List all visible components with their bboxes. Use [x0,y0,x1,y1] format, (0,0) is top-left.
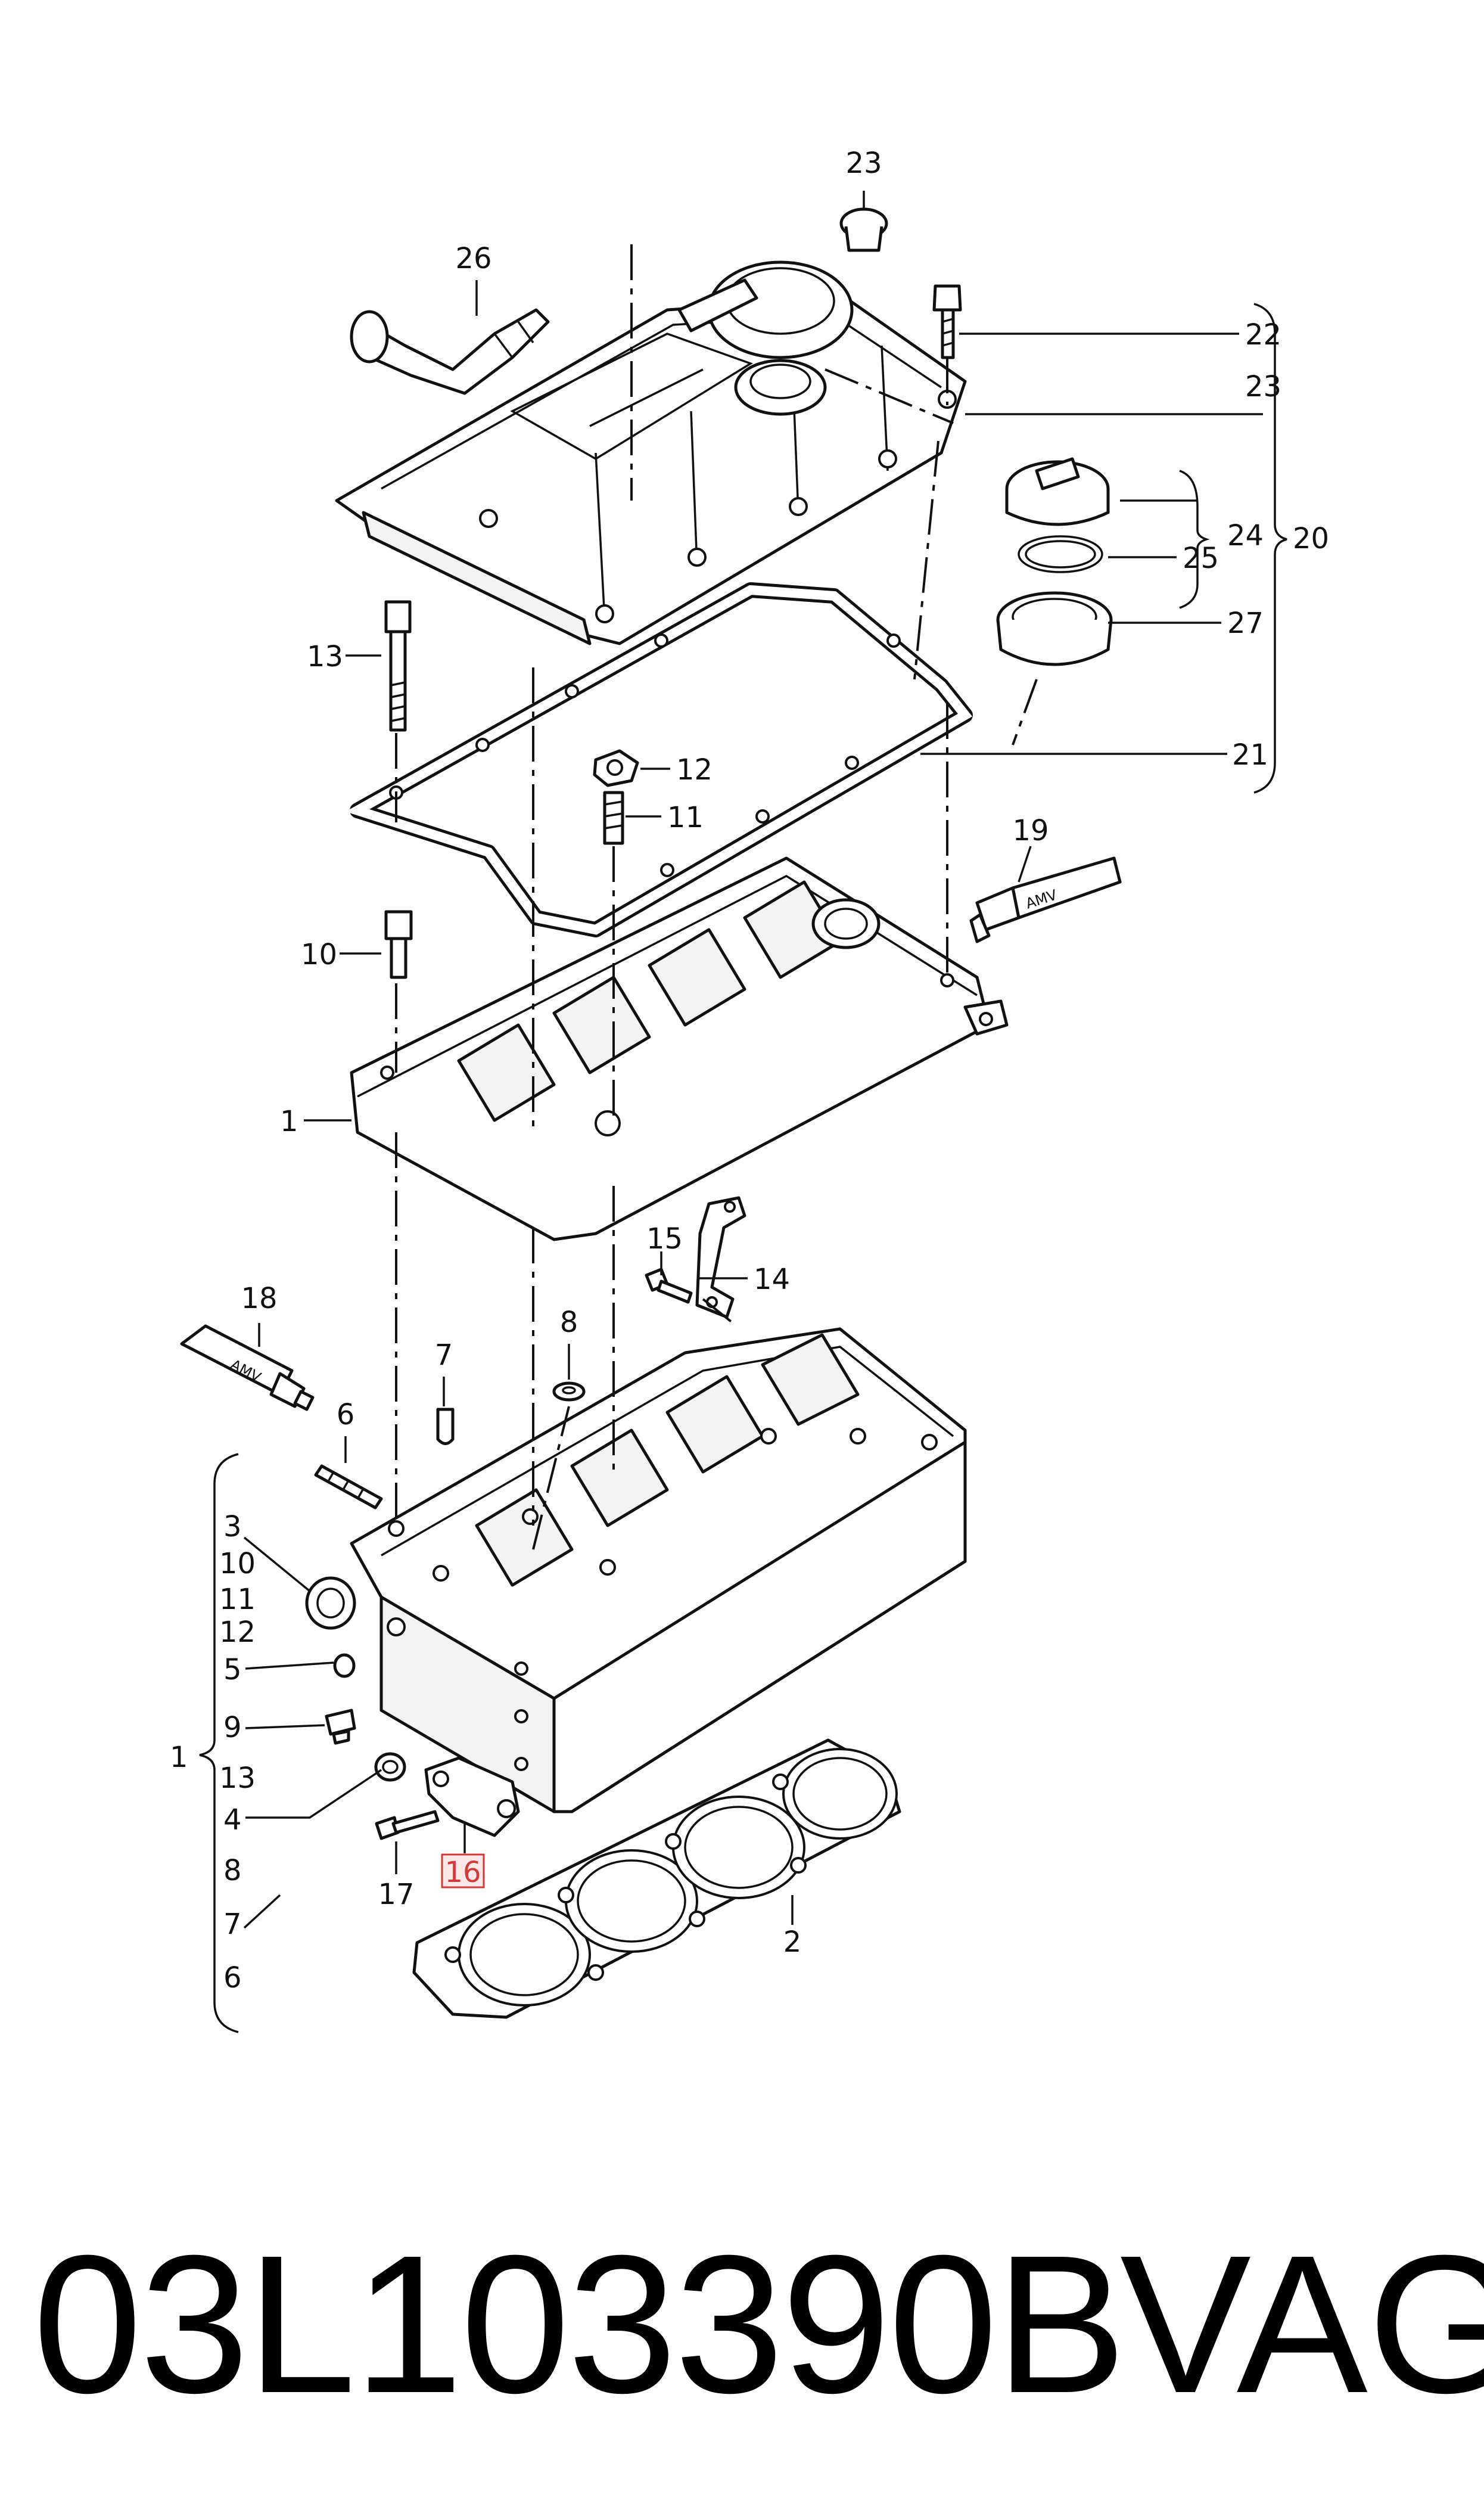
sealant-tube-18: AMV [180,1324,315,1411]
callout-23-right: 23 [1245,370,1281,403]
stud-11 [603,791,624,845]
callout-10-list: 10 [219,1547,256,1580]
callout-3: 3 [223,1510,242,1543]
callout-8-top: 8 [560,1306,578,1339]
callout-6-list: 6 [223,1961,242,1995]
callout-12-list: 12 [219,1616,256,1649]
plug-5 [333,1653,356,1678]
callout-labels: 23 26 22 23 24 25 20 27 21 13 12 11 19 1… [170,147,1329,1995]
callout-10-top: 10 [301,938,337,971]
camshaft-ladder-frame [350,856,1009,1241]
callout-13-list: 13 [219,1762,256,1795]
plug-23 [839,207,888,252]
callout-7-list: 7 [223,1908,242,1941]
callout-27: 27 [1227,607,1264,640]
callout-16-highlight [441,1853,485,1889]
brand-label: VAG [1120,2214,1484,2434]
oil-seal-3 [305,1576,356,1630]
bolt-13 [384,600,412,732]
callout-18: 18 [241,1282,277,1315]
pin-7 [436,1408,455,1445]
bolt-17 [375,1810,440,1840]
callout-4: 4 [223,1803,242,1837]
callout-23-top: 23 [845,147,882,180]
plug-9 [325,1709,356,1745]
cover-gasket [346,582,973,937]
bolt-10 [384,910,413,979]
part-number: 03L103390B [33,2214,1127,2434]
bracket-16 [424,1756,520,1837]
callout-11-list: 11 [219,1583,256,1616]
callout-16: 16 [444,1856,481,1889]
callout-1-list: 1 [170,1741,188,1774]
callout-24: 24 [1227,519,1264,552]
nut-12 [593,749,639,787]
callout-6-top: 6 [337,1398,355,1431]
seal-ring-4 [374,1752,406,1782]
callout-2: 2 [783,1925,802,1959]
oil-filler-cap-assembly [996,457,1113,666]
callout-20: 20 [1293,522,1329,555]
callout-25: 25 [1183,542,1219,575]
callout-5: 5 [223,1653,242,1686]
callout-8-list: 8 [223,1854,242,1887]
callout-15: 15 [646,1222,683,1256]
callout-14: 14 [754,1263,790,1296]
callout-26: 26 [455,242,491,275]
head-gasket [412,1738,901,2019]
callout-1-top: 1 [280,1105,298,1138]
callout-17: 17 [378,1878,414,1911]
callout-12-top: 12 [676,753,713,787]
stud-6 [314,1464,383,1509]
callout-13-top: 13 [307,640,343,673]
bolt-15 [645,1268,693,1304]
cylinder-head-cover [335,260,967,645]
bracket-14 [695,1196,746,1319]
assembly-lines [395,244,1038,1550]
breather-hose [350,278,758,395]
callout-11-top: 11 [667,801,704,834]
callout-9: 9 [223,1711,242,1744]
callout-21: 21 [1232,738,1268,772]
leader-lines [199,191,1287,2033]
cylinder-head [350,1327,967,1813]
callout-7-top: 7 [435,1338,453,1372]
callout-19: 19 [1012,814,1049,847]
bolt-22 [932,284,962,359]
washer-8 [552,1381,586,1402]
callout-22: 22 [1245,318,1281,352]
sealant-tube-19: AMV [969,856,1122,943]
